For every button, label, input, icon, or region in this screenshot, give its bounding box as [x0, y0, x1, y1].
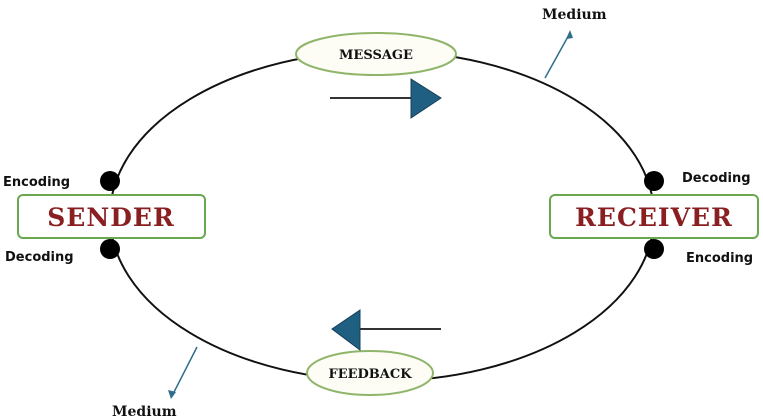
- feedback-label: FEEDBACK: [328, 367, 412, 382]
- medium-bottom-arrowhead: [168, 390, 176, 399]
- sender-encoding-label: Encoding: [3, 175, 70, 190]
- sender-encoding-dot: [100, 171, 120, 191]
- receiver-label: RECEIVER: [575, 203, 733, 232]
- message-node: [295, 32, 457, 76]
- feedback-arrow-head: [331, 309, 361, 351]
- medium-top-arrowhead: [566, 30, 573, 39]
- medium-bottom-pointer: [171, 346, 198, 397]
- message-arrow-head: [410, 78, 442, 119]
- medium-top-label: Medium: [542, 7, 607, 23]
- receiver-node: [549, 194, 759, 239]
- medium-top-pointer: [544, 32, 571, 79]
- medium-bottom-label: Medium: [112, 404, 177, 420]
- sender-node: [17, 194, 206, 239]
- sender-label: SENDER: [47, 203, 174, 232]
- receiver-decoding-label: Decoding: [682, 171, 751, 186]
- receiver-decoding-dot: [644, 171, 664, 191]
- receiver-encoding-dot: [644, 239, 664, 259]
- sender-decoding-label: Decoding: [5, 250, 74, 265]
- message-label: MESSAGE: [339, 48, 413, 63]
- receiver-encoding-label: Encoding: [686, 251, 753, 266]
- feedback-node: [306, 350, 434, 396]
- sender-decoding-dot: [100, 239, 120, 259]
